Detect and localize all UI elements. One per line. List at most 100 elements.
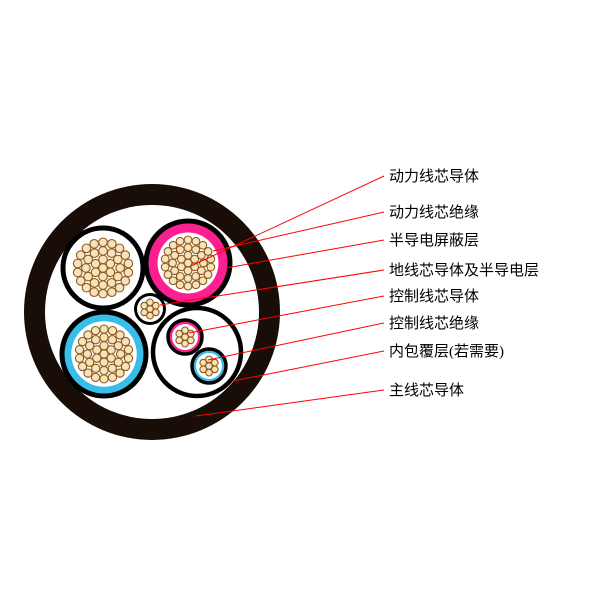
wire-strand bbox=[98, 246, 108, 256]
wire-strand bbox=[105, 258, 116, 269]
wire-strand bbox=[199, 365, 208, 374]
wire-strand bbox=[82, 349, 93, 359]
wire-strand bbox=[106, 287, 117, 297]
control-core-bundle bbox=[150, 305, 244, 399]
power-core-white bbox=[60, 225, 146, 311]
wire-strand bbox=[84, 357, 95, 367]
wire-strand bbox=[106, 278, 117, 288]
wire-strand bbox=[163, 247, 173, 256]
wire-strand bbox=[106, 248, 117, 258]
wire-strand bbox=[114, 243, 125, 254]
wire-strand bbox=[113, 357, 124, 367]
wire-strand bbox=[113, 271, 123, 282]
wire-strand bbox=[90, 325, 101, 336]
wire-strand bbox=[90, 372, 101, 383]
wire-strand bbox=[91, 334, 101, 345]
leader-line-semiconductive-screen bbox=[225, 239, 385, 269]
wire-strand bbox=[198, 276, 208, 286]
wire-strand bbox=[175, 245, 185, 255]
wire-strand bbox=[89, 278, 100, 288]
wire-strand bbox=[198, 240, 208, 250]
wire-strand bbox=[123, 267, 134, 278]
wire-strand bbox=[181, 326, 189, 335]
wire-strand bbox=[170, 250, 180, 260]
ground-core bbox=[134, 293, 166, 325]
wire-strand bbox=[75, 250, 86, 260]
wire-strand bbox=[99, 324, 109, 334]
wire-strand bbox=[83, 271, 93, 282]
wire-strand bbox=[107, 334, 117, 345]
wire-strand bbox=[107, 363, 117, 374]
power-core-pink-conductor bbox=[157, 232, 219, 294]
leader-line-control-insulation bbox=[207, 322, 385, 361]
wire-strand bbox=[99, 365, 109, 376]
wire-strand bbox=[160, 254, 170, 264]
wire-strand bbox=[168, 258, 177, 268]
wire-strand bbox=[168, 240, 178, 250]
wire-strand bbox=[92, 345, 102, 355]
power-core-white-conductor bbox=[69, 234, 137, 302]
wire-strand bbox=[75, 276, 86, 286]
label-power-conductor: 动力线芯导体 bbox=[389, 168, 479, 185]
wire-strand bbox=[120, 250, 131, 260]
leader-line-power-insulation bbox=[212, 211, 385, 252]
wire-strand bbox=[115, 330, 125, 340]
wire-strand bbox=[77, 336, 88, 347]
wire-strand bbox=[123, 344, 134, 355]
wire-strand bbox=[99, 374, 109, 384]
wire-strand bbox=[72, 267, 83, 278]
label-main-core: 主线芯导体 bbox=[389, 382, 464, 399]
leader-line-control-conductor bbox=[188, 295, 385, 334]
wire-strand bbox=[107, 372, 118, 383]
wire-strand bbox=[83, 254, 93, 265]
wire-strand bbox=[89, 287, 100, 297]
wire-strand bbox=[81, 263, 91, 273]
wire-strand bbox=[205, 368, 213, 377]
wire-strand bbox=[203, 270, 213, 279]
wire-strand bbox=[89, 248, 100, 258]
leader-line-ground-core bbox=[159, 269, 385, 306]
wire-strand bbox=[98, 237, 108, 248]
wire-strand bbox=[175, 329, 184, 338]
wire-strand bbox=[140, 301, 149, 310]
control-core-cyan-conductor bbox=[196, 353, 222, 379]
wire-strand bbox=[115, 349, 126, 359]
wire-strand bbox=[183, 281, 193, 291]
label-inner-covering: 内包覆层(若需要) bbox=[389, 343, 504, 360]
wire-strand bbox=[115, 368, 125, 378]
wire-strand bbox=[120, 361, 131, 372]
wire-strand bbox=[175, 271, 185, 281]
power-core-pink bbox=[143, 218, 233, 308]
wire-strand bbox=[83, 368, 93, 378]
wire-strand bbox=[191, 236, 201, 246]
wire-strand bbox=[206, 262, 216, 272]
wire-strand bbox=[83, 330, 93, 340]
wire-strand bbox=[199, 358, 208, 367]
wire-strand bbox=[160, 262, 170, 272]
power-core-cyan-conductor bbox=[71, 321, 137, 387]
control-core-pink-conductor bbox=[172, 324, 198, 350]
wire-strand bbox=[196, 266, 206, 276]
leader-line-inner-covering bbox=[232, 350, 385, 382]
leader-line-power-conductor bbox=[190, 175, 385, 267]
wire-strand bbox=[151, 301, 160, 310]
wire-strand bbox=[190, 254, 200, 264]
wire-strand bbox=[183, 274, 193, 283]
wire-strand bbox=[72, 258, 83, 269]
wire-strand bbox=[98, 280, 108, 290]
wire-strand bbox=[84, 341, 95, 351]
wire-strand bbox=[123, 353, 134, 364]
wire-strand bbox=[115, 263, 125, 273]
wire-strand bbox=[107, 325, 118, 336]
wire-strand bbox=[114, 282, 125, 293]
wire-strand bbox=[183, 243, 193, 252]
wire-strand bbox=[81, 243, 92, 254]
wire-strand bbox=[175, 336, 184, 345]
wire-strand bbox=[140, 308, 149, 317]
wire-strand bbox=[113, 254, 123, 265]
wire-strand bbox=[74, 344, 85, 355]
wire-strand bbox=[113, 341, 124, 351]
wire-strand bbox=[146, 298, 154, 307]
